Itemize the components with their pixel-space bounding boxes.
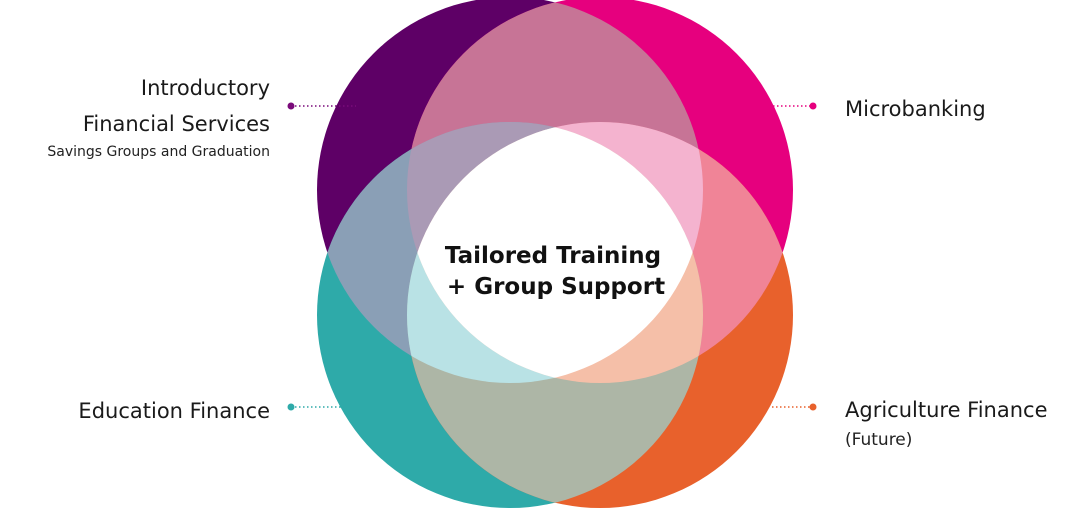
- introductory-leader-dot: [287, 102, 295, 110]
- agriculture-leader-dot: [809, 403, 817, 411]
- education-label: Education Finance: [78, 393, 270, 429]
- introductory-title-line1: Introductory: [140, 76, 270, 100]
- agriculture-title: Agriculture Finance: [845, 398, 1048, 422]
- introductory-label: Introductory Financial Services Savings …: [47, 70, 270, 162]
- center-title-line1: Tailored Training: [445, 243, 661, 269]
- agriculture-subtitle: (Future): [845, 430, 913, 450]
- introductory-title-line2: Financial Services: [82, 112, 270, 136]
- microbanking-label: Microbanking: [845, 91, 986, 127]
- center-title-line2: + Group Support: [447, 274, 665, 300]
- microbanking-leader-dot: [809, 102, 817, 110]
- education-leader-dot: [287, 403, 295, 411]
- agriculture-label: Agriculture Finance (Future): [845, 392, 1048, 452]
- education-title: Education Finance: [78, 399, 270, 423]
- introductory-subtitle: Savings Groups and Graduation: [47, 144, 270, 160]
- microbanking-title: Microbanking: [845, 97, 986, 121]
